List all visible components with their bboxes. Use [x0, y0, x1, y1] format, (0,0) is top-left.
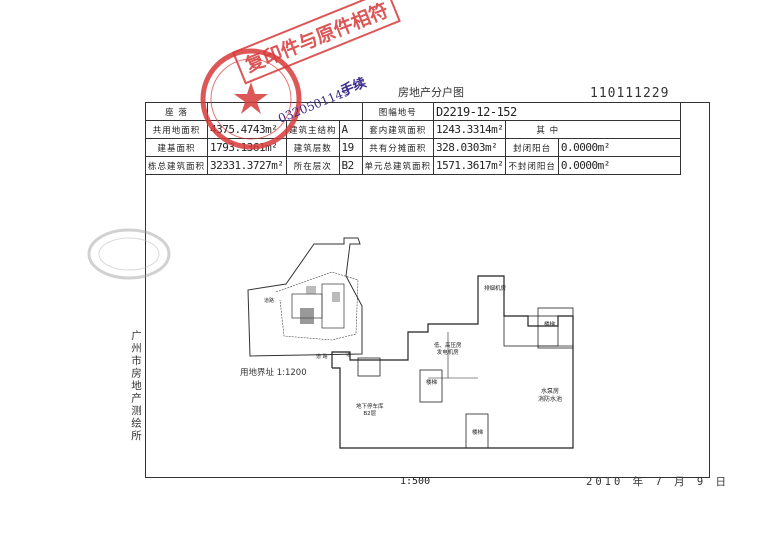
property-info-table: 座 落 图幅地号 D2219-12-152 共用地面积 4375.4743m² …	[144, 102, 681, 175]
floor-at-label: 所在层次	[286, 156, 340, 175]
among-label: 其 中	[505, 120, 681, 139]
company-seal	[200, 48, 302, 150]
site-plan: 道 道 路 道路	[247, 237, 363, 360]
total-area-value: 32331.3727m²	[207, 156, 288, 175]
shared-area-value: 328.0303m²	[433, 138, 507, 157]
set-area-value: 1243.3314m²	[433, 120, 507, 139]
open-balcony-label: 不封闭阳台	[505, 156, 559, 175]
svg-text:道 路: 道 路	[316, 353, 328, 360]
structure-value: A	[338, 120, 363, 139]
map-no-label: 图幅地号	[361, 102, 434, 121]
table-row: 座 落 图幅地号 D2219-12-152	[144, 102, 681, 121]
room-electric: 低、高压房 发电机房	[434, 343, 462, 356]
unit-total-label: 单元总建筑面积	[361, 156, 435, 175]
room-stair-c: 楼梯	[544, 322, 556, 328]
table-row: 栋总建筑面积 32331.3727m² 所在层次 B2 单元总建筑面积 1571…	[144, 156, 681, 175]
total-area-label: 栋总建筑面积	[144, 156, 209, 175]
svg-text:道路: 道路	[264, 297, 274, 304]
floors-value: 19	[338, 138, 363, 157]
set-area-label: 套内建筑面积	[361, 120, 435, 139]
svg-text:道: 道	[346, 351, 351, 358]
map-no-value: D2219-12-152	[433, 102, 681, 121]
unit-total-value: 1571.3617m²	[433, 156, 507, 175]
handwritten-note: 手续	[338, 75, 369, 100]
shared-area-label: 共有分摊面积	[361, 138, 435, 157]
surveyor-name: 广州市房地产测绘所	[130, 330, 142, 443]
page-title: 房地产分户图	[398, 86, 464, 99]
land-area-value: 4375.4743m²	[207, 120, 288, 139]
drawing-scale: 1:500	[400, 476, 431, 487]
drawing-date: 2010 年 7 月 9 日	[586, 476, 730, 488]
room-stair-a: 楼梯	[426, 380, 438, 386]
closed-balcony-label: 封闭阳台	[505, 138, 559, 157]
certified-copy-stamp: 复印件与原件相符	[232, 0, 401, 85]
room-stair-b: 楼梯	[472, 430, 484, 436]
room-garage: 地下停车库 B2层	[356, 404, 384, 417]
room-pump: 水泵房 消防水池	[538, 388, 563, 403]
document-number: 110111229	[590, 86, 670, 101]
floor-at-value: B2	[338, 156, 363, 175]
closed-balcony-value: 0.0000m²	[557, 138, 681, 157]
room-top: 排烟机房	[484, 286, 507, 292]
floor-plan	[331, 275, 574, 449]
open-balcony-value: 0.0000m²	[557, 156, 681, 175]
grey-seal	[87, 228, 171, 280]
site-plan-scale: 用地界址 1:1200	[240, 368, 307, 378]
